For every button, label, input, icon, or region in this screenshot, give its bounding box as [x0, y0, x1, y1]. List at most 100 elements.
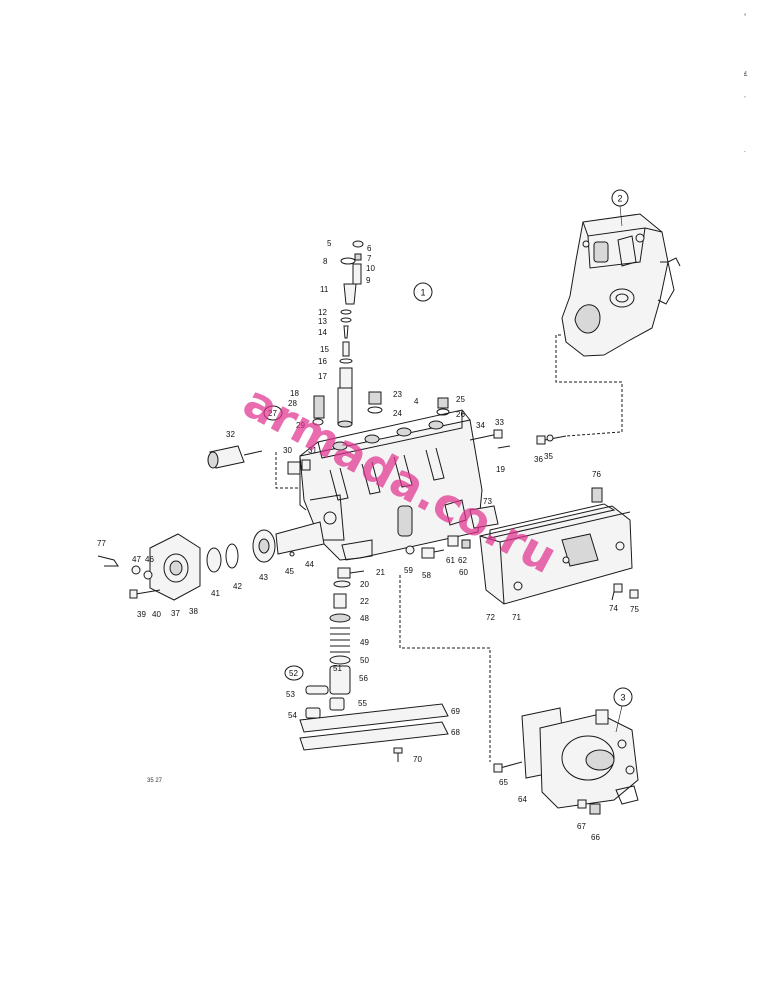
- figure-reference-number: 35 27: [147, 778, 163, 784]
- part-label: 15: [320, 345, 329, 354]
- part-label: 55: [358, 699, 367, 708]
- part-label: 36: [534, 455, 543, 464]
- part-label: 73: [483, 497, 492, 506]
- part-label: 18: [290, 389, 299, 398]
- part-label: 12: [318, 308, 327, 317]
- part-label: 46: [145, 555, 154, 564]
- corner-mark-4: ´: [744, 152, 746, 158]
- part-label: 51: [333, 664, 342, 673]
- parts-33-36-drawing: [469, 429, 567, 449]
- part-label: 14: [318, 328, 327, 337]
- part-label: 43: [259, 573, 268, 582]
- part-label: 68: [451, 728, 460, 737]
- part-label: 74: [609, 604, 618, 613]
- link-line-2: [555, 334, 623, 432]
- part-label: 52: [289, 669, 298, 678]
- part-label: 60: [459, 568, 468, 577]
- part-label: 23: [393, 390, 402, 399]
- part-label: 41: [211, 589, 220, 598]
- tappet-stack-drawing: [305, 567, 365, 719]
- part-label: 9: [366, 276, 371, 285]
- callout-circle-52: [284, 665, 304, 681]
- part-label: 67: [577, 822, 586, 831]
- part-label: 6: [367, 244, 372, 253]
- callout-2: 2: [617, 194, 622, 204]
- link-line-3: [399, 575, 491, 762]
- part-label: 13: [318, 317, 327, 326]
- part-label: 75: [630, 605, 639, 614]
- part-label: 64: [518, 795, 527, 804]
- callout-circle-3: [613, 687, 633, 707]
- part-number-labels: 5 6 7 8 10 9 11 12 13 14 15 16 17 18 28 …: [97, 239, 639, 842]
- part-label: 11: [320, 285, 329, 294]
- part-label: 30: [283, 446, 292, 455]
- part-label: 24: [393, 409, 402, 418]
- part-label: 26: [456, 410, 465, 419]
- part-label: 76: [592, 470, 601, 479]
- governor-housing-drawing: [561, 213, 681, 357]
- part-label: 65: [499, 778, 508, 787]
- part-label: 31: [308, 446, 317, 455]
- part-label: 39: [137, 610, 146, 619]
- part-label: 33: [495, 418, 504, 427]
- part-label: 17: [318, 372, 327, 381]
- part-label: 42: [233, 582, 242, 591]
- part-label: 69: [451, 707, 460, 716]
- part-label: 22: [360, 597, 369, 606]
- part-label: 10: [366, 264, 375, 273]
- part-label: 44: [305, 560, 314, 569]
- part-label: 77: [97, 539, 106, 548]
- part-label: 48: [360, 614, 369, 623]
- link-line-32: [275, 452, 300, 489]
- part-label: 47: [132, 555, 141, 564]
- part-label: 50: [360, 656, 369, 665]
- side-cover-drawing: [479, 487, 639, 605]
- part-label: 5: [327, 239, 332, 248]
- part-label: 4: [414, 397, 419, 406]
- part-label: 28: [288, 399, 297, 408]
- part-label: 19: [496, 465, 505, 474]
- part-label: 34: [476, 421, 485, 430]
- callout-3: 3: [620, 693, 625, 703]
- part-label: 56: [359, 674, 368, 683]
- corner-mark-2: £: [744, 72, 748, 78]
- link-line-35: [565, 431, 621, 437]
- part-label: 38: [189, 607, 198, 616]
- part-label: 54: [288, 711, 297, 720]
- part-label: 59: [404, 566, 413, 575]
- part-label: 71: [512, 613, 521, 622]
- part-label: 45: [285, 567, 294, 576]
- delivery-valve-stack-drawing: [312, 240, 450, 428]
- plug-32-drawing: [207, 445, 311, 475]
- part-label: 20: [360, 580, 369, 589]
- part-label: 72: [486, 613, 495, 622]
- part-label: 70: [413, 755, 422, 764]
- drive-end-drawing: [97, 521, 325, 601]
- part-label: 37: [171, 609, 180, 618]
- part-label: 61: [446, 556, 455, 565]
- part-label: 40: [152, 610, 161, 619]
- part-label: 27: [268, 409, 277, 418]
- part-label: 8: [323, 257, 328, 266]
- part-label: 53: [286, 690, 295, 699]
- callout-1: 1: [420, 288, 425, 298]
- callout-circle-27: [263, 405, 283, 421]
- part-label: 7: [367, 254, 372, 263]
- corner-mark-3: ¸: [744, 92, 746, 98]
- part-label: 32: [226, 430, 235, 439]
- part-label: 25: [456, 395, 465, 404]
- part-label: 62: [458, 556, 467, 565]
- part-label: 58: [422, 571, 431, 580]
- part-label: 35: [544, 452, 553, 461]
- part-label: 66: [591, 833, 600, 842]
- part-label: 49: [360, 638, 369, 647]
- part-label: 29: [296, 421, 305, 430]
- part-label: 16: [318, 357, 327, 366]
- pump-body-drawing: [299, 409, 483, 561]
- corner-mark-1: °: [744, 14, 747, 20]
- callout-circle-1: [413, 282, 433, 302]
- feed-pump-drawing: [493, 707, 639, 815]
- parts-58-62-drawing: [405, 505, 499, 559]
- base-gaskets-drawing: [299, 703, 449, 762]
